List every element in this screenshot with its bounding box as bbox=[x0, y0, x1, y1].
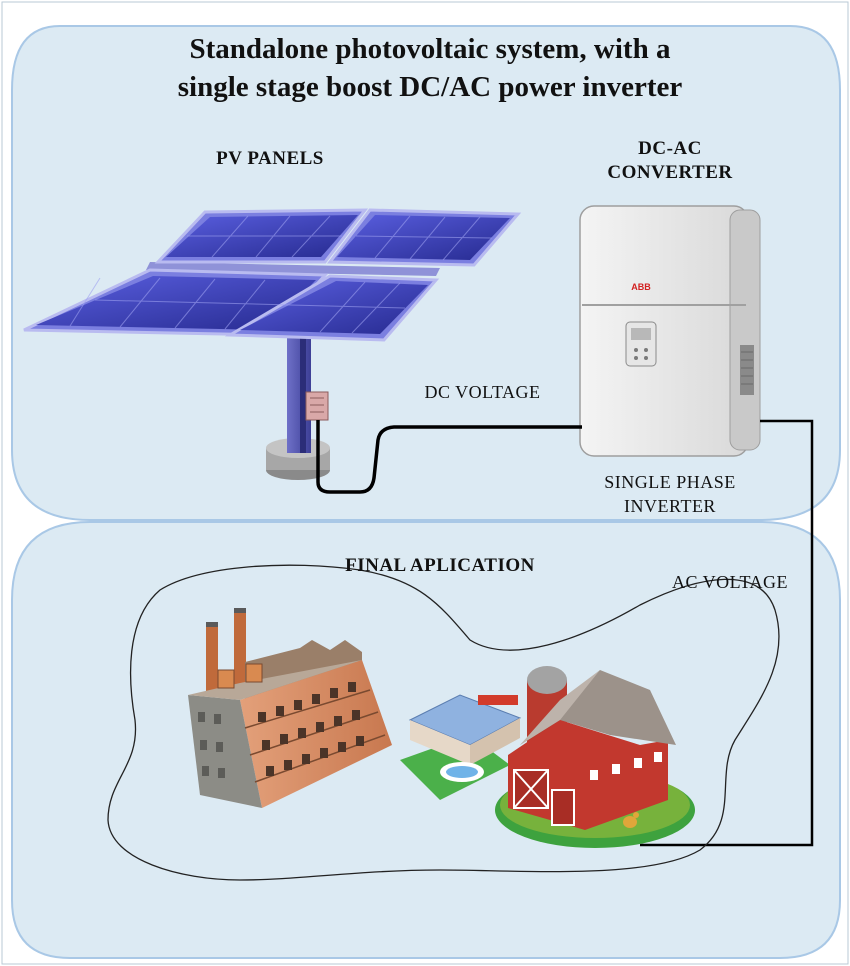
application-boundary bbox=[107, 564, 780, 881]
final-application-label: FINAL APLICATION bbox=[345, 555, 535, 576]
pv-panels-label: PV PANELS bbox=[216, 148, 324, 169]
house-with-pool-illustration bbox=[400, 694, 522, 800]
converter-label-line-1: DC-AC bbox=[638, 138, 702, 159]
converter-label-line-2: CONVERTER bbox=[607, 162, 733, 183]
ac-voltage-label: AC VOLTAGE bbox=[671, 572, 789, 592]
inverter-brand-logo: ABB bbox=[631, 282, 651, 292]
ac-wire bbox=[640, 419, 814, 847]
dc-ac-converter-label: DC-AC CONVERTER bbox=[580, 137, 760, 185]
inverter-label-line-1: SINGLE PHASE bbox=[604, 472, 736, 492]
inverter-illustration: ABB bbox=[579, 205, 761, 457]
factory-illustration bbox=[188, 608, 392, 808]
diagram-title: Standalone photovoltaic system, with a s… bbox=[60, 30, 800, 106]
inverter-label-line-2: INVERTER bbox=[624, 496, 716, 516]
barn-illustration bbox=[495, 666, 695, 848]
dc-wire bbox=[316, 420, 582, 494]
title-line-2: single stage boost DC/AC power inverter bbox=[177, 71, 683, 103]
pv-panels-illustration bbox=[23, 208, 522, 480]
title-line-1: Standalone photovoltaic system, with a bbox=[189, 33, 671, 65]
single-phase-inverter-label: SINGLE PHASE INVERTER bbox=[580, 470, 760, 518]
dc-voltage-label: DC VOLTAGE bbox=[424, 382, 541, 402]
